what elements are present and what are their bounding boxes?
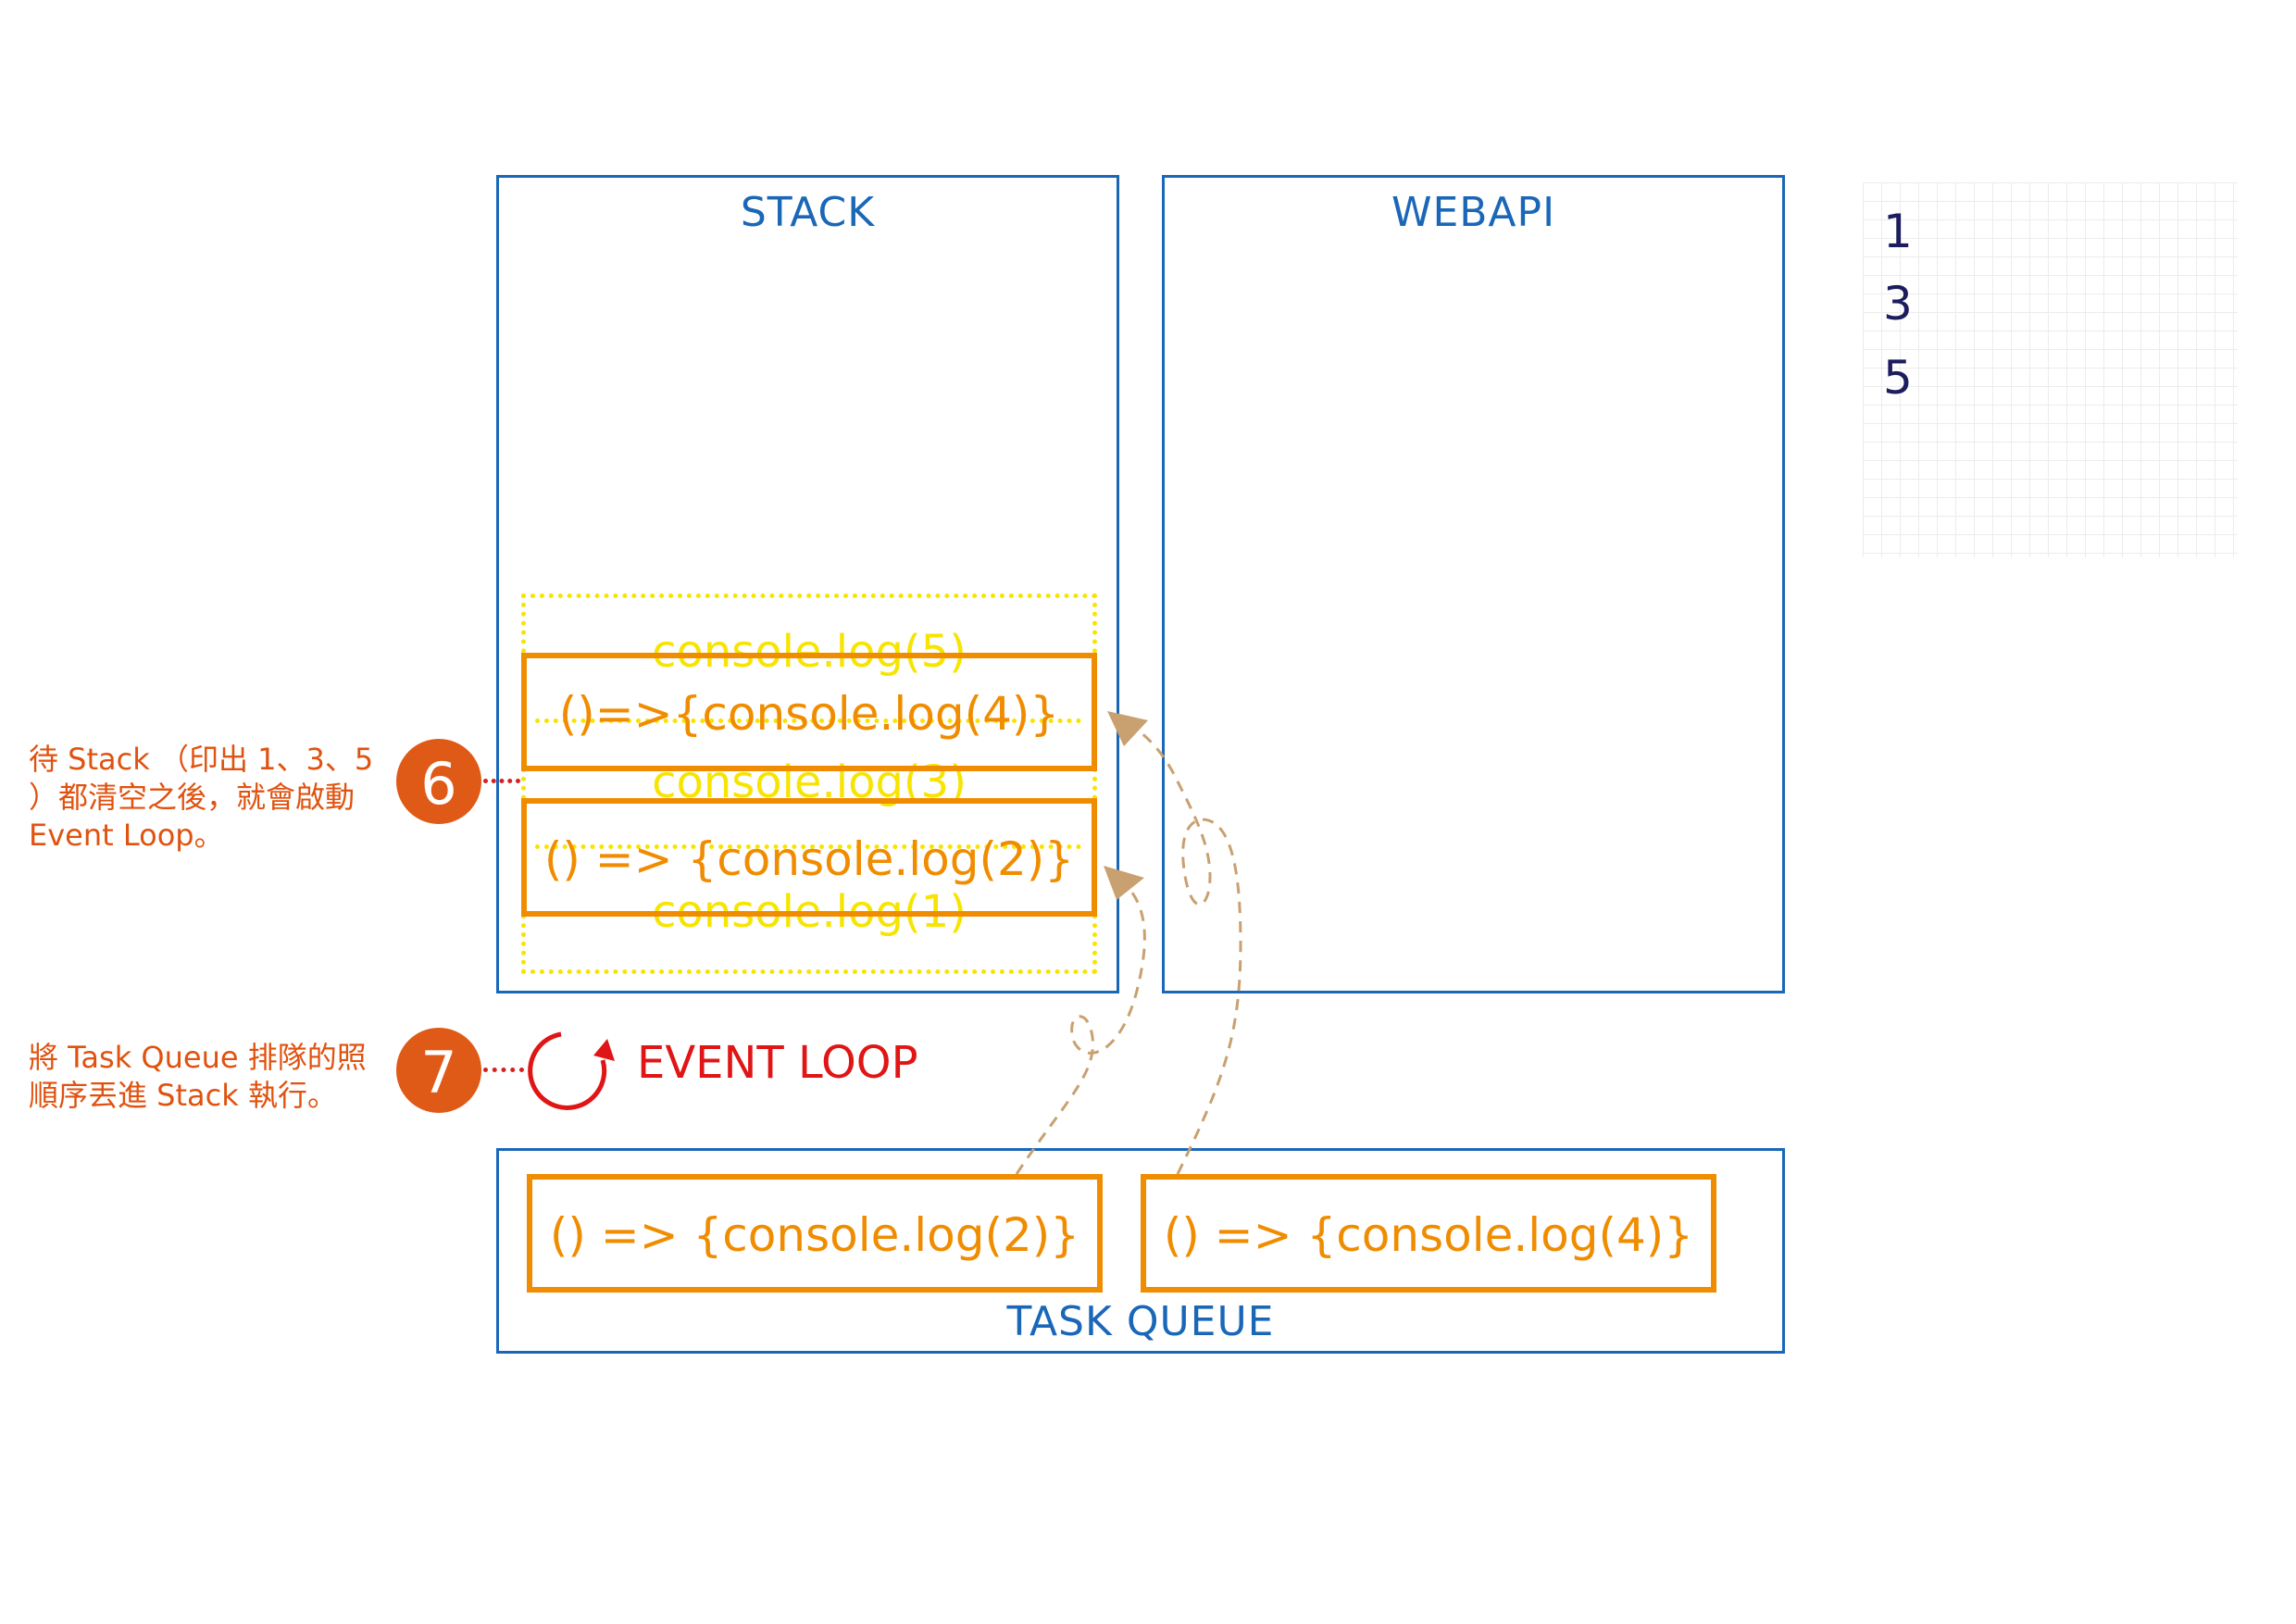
- step-6-connector: [483, 779, 520, 783]
- queue-callback-label: () => {console.log(4)}: [1163, 1208, 1694, 1262]
- stack-callback-frame: ()=>{console.log(4)}: [521, 653, 1097, 771]
- event-loop-icon: [528, 1031, 615, 1110]
- stack-callback-label: () => {console.log(2)}: [543, 832, 1075, 886]
- queue-callback-item: () => {console.log(4)}: [1141, 1174, 1716, 1293]
- stack-title: STACK: [740, 189, 876, 236]
- dequeue-arrow: [1015, 878, 1146, 1175]
- console-line: 5: [1883, 351, 1913, 405]
- queue-callback-label: () => {console.log(2)}: [549, 1208, 1080, 1262]
- console-line: 3: [1883, 277, 1913, 331]
- task-queue-panel: TASK QUEUE: [496, 1148, 1785, 1354]
- ghost-frame: console.log(5): [652, 626, 967, 678]
- event-loop-label: EVENT LOOP: [637, 1037, 918, 1089]
- step-6-badge: 6: [396, 739, 481, 824]
- stack-callback-frame: () => {console.log(2)}: [521, 798, 1097, 917]
- frame-divider: [535, 844, 1081, 849]
- executed-frames-region: [521, 593, 1097, 974]
- webapi-title: WEBAPI: [1391, 189, 1556, 236]
- console-output-panel: 1 3 5: [1863, 182, 2238, 557]
- stack-panel: STACK: [496, 175, 1119, 993]
- step-number: 7: [420, 1038, 457, 1106]
- step-7-badge: 7: [396, 1028, 481, 1113]
- arrowhead: [1104, 866, 1144, 900]
- task-queue-title: TASK QUEUE: [1006, 1298, 1275, 1345]
- step-number: 6: [420, 749, 457, 818]
- step-6-note: 待 Stack （印出 1、3、5 ）都清空之後，就會啟動 Event Loop…: [29, 742, 374, 853]
- queue-callback-item: () => {console.log(2)}: [527, 1174, 1103, 1293]
- frame-divider: [535, 718, 1081, 723]
- stack-callback-label: ()=>{console.log(4)}: [558, 687, 1060, 741]
- step-7-connector: [483, 1068, 524, 1072]
- webapi-panel: WEBAPI: [1162, 175, 1785, 993]
- step-7-note: 將 Task Queue 排隊的照順序丟進 Stack 執行。: [29, 1040, 367, 1113]
- dequeue-arrow: [1124, 720, 1242, 1175]
- arrowhead: [1107, 711, 1148, 746]
- console-line: 1: [1883, 205, 1913, 258]
